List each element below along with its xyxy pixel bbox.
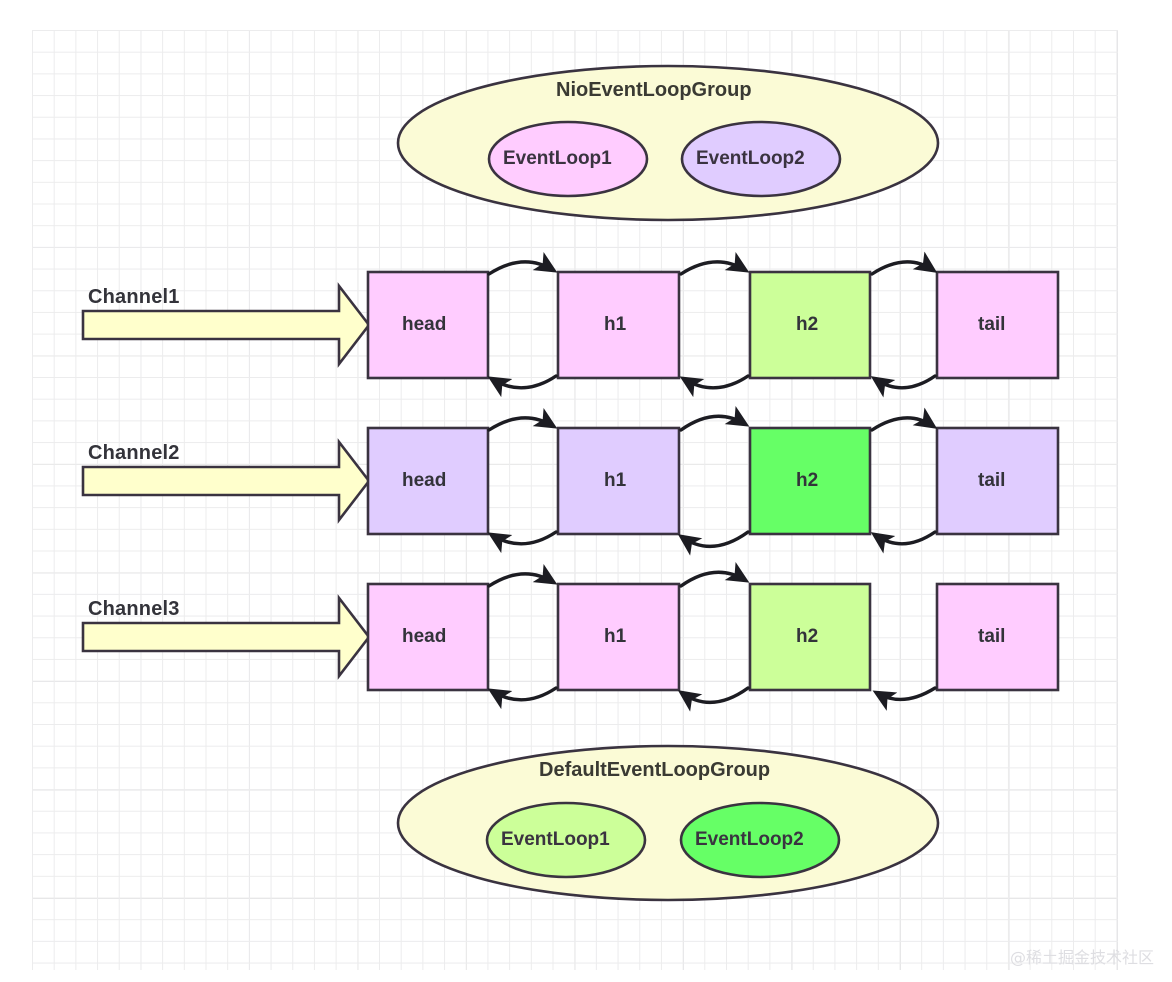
channel1-handler-h1[interactable]	[556, 270, 681, 380]
channel1-handler-tail[interactable]	[935, 270, 1060, 380]
bottom-event-loop-group-shape[interactable]	[396, 744, 940, 902]
channel2-handler-h2[interactable]	[748, 426, 872, 536]
top-group-ellipse[interactable]	[396, 64, 940, 222]
bottom-group-ellipse[interactable]	[396, 744, 940, 902]
bottom-eventloop1-ellipse[interactable]	[485, 801, 647, 879]
channel-row-1	[81, 251, 1060, 398]
channel1-connector-3[interactable]	[870, 251, 938, 398]
channel2-inbound-arrow[interactable]	[81, 438, 371, 524]
channel3-connector-3[interactable]	[872, 686, 937, 711]
channel3-handler-h1[interactable]	[556, 582, 681, 692]
channel1-connector-1[interactable]	[487, 251, 558, 398]
watermark: @稀土掘金技术社区	[1009, 948, 1154, 967]
channel3-connector-2[interactable]	[677, 561, 750, 712]
channel2-connector-1[interactable]	[487, 407, 558, 554]
channel2-handler-head[interactable]	[366, 426, 490, 536]
channel-row-2	[81, 405, 1060, 556]
channel-row-3	[81, 561, 1060, 712]
channel2-connector-3[interactable]	[870, 407, 938, 554]
channel3-connector-1[interactable]	[487, 563, 558, 710]
channel2-handler-tail[interactable]	[935, 426, 1060, 536]
channel3-handler-tail[interactable]	[935, 582, 1060, 692]
top-eventloop1-ellipse[interactable]	[487, 120, 649, 198]
channel3-inbound-arrow[interactable]	[81, 594, 371, 680]
top-eventloop2-ellipse[interactable]	[680, 120, 842, 198]
channel1-handler-h2[interactable]	[748, 270, 872, 380]
channel1-inbound-arrow[interactable]	[81, 282, 371, 368]
top-event-loop-group-shape[interactable]	[396, 64, 940, 222]
channel1-connector-2[interactable]	[679, 251, 750, 398]
channel1-handler-head[interactable]	[366, 270, 490, 380]
channel2-handler-h1[interactable]	[556, 426, 681, 536]
channel3-handler-head[interactable]	[366, 582, 490, 692]
channel2-connector-2[interactable]	[677, 405, 750, 556]
channel3-handler-h2[interactable]	[748, 582, 872, 692]
bottom-eventloop2-ellipse[interactable]	[679, 801, 841, 879]
